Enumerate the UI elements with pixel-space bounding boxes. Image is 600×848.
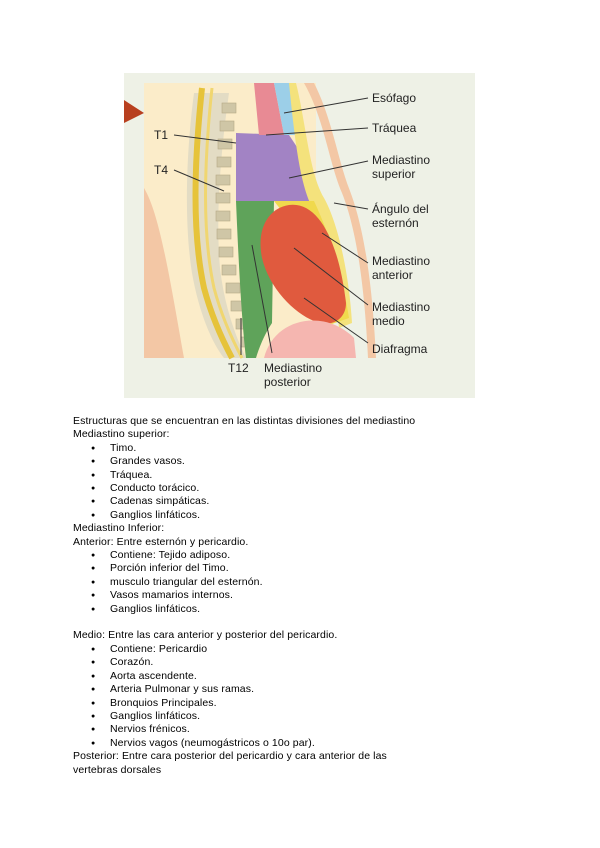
superior-mediastinum — [236, 133, 314, 201]
label-mediastino-superior-2: superior — [372, 167, 415, 181]
corner-decoration — [124, 100, 144, 123]
spacer — [73, 616, 543, 629]
list-item: Bronquios Principales. — [73, 697, 543, 711]
posterior-title-line-1: Posterior: Entre cara posterior del peri… — [73, 750, 387, 763]
spinal-cord-inner — [204, 87, 244, 359]
label-mediastino-medio-2: medio — [372, 314, 405, 328]
superior-list: Timo. Grandes vasos. Tráquea. Conducto t… — [73, 442, 543, 523]
list-item: musculo triangular del esternón. — [73, 576, 543, 590]
inferior-title: Mediastino Inferior: — [73, 522, 165, 535]
list-item: Arteria Pulmonar y sus ramas. — [73, 683, 543, 697]
label-esofago: Esófago — [372, 91, 416, 105]
label-mediastino-anterior-1: Mediastino — [372, 254, 430, 268]
label-angulo-2: esternón — [372, 216, 419, 230]
mediastinum-diagram: Esófago Tráquea Mediastino superior Ángu… — [124, 73, 475, 398]
anterior-skin — [304, 83, 376, 358]
diaphragm — [264, 320, 356, 358]
vertebral-column — [186, 93, 246, 358]
document-heading: Estructuras que se encuentran en las dis… — [73, 415, 416, 427]
label-mediastino-anterior-2: anterior — [372, 268, 413, 282]
label-angulo-1: Ángulo del — [372, 201, 429, 216]
label-t12: T12 — [228, 361, 249, 375]
list-item: Conducto torácico. — [73, 482, 543, 496]
list-item: Nervios vagos (neumogástricos o 10o par)… — [73, 737, 543, 751]
label-mediastino-posterior-2: posterior — [264, 375, 311, 389]
list-item: Ganglios linfáticos. — [73, 710, 543, 724]
medio-title: Medio: Entre las cara anterior y posteri… — [73, 629, 338, 642]
spinal-cord — [192, 87, 235, 360]
list-item: Cadenas simpáticas. — [73, 495, 543, 509]
anterior-list: Contiene: Tejido adiposo. Porción inferi… — [73, 549, 543, 616]
leader-lines — [173, 97, 369, 355]
list-item: Porción inferior del Timo. — [73, 562, 543, 576]
medio-list: Contiene: Pericardio Corazón. Aorta asce… — [73, 643, 543, 751]
anterior-title: Anterior: Entre esternón y pericardio. — [73, 535, 249, 548]
label-mediastino-medio-1: Mediastino — [372, 300, 430, 314]
label-diafragma: Diafragma — [372, 342, 428, 356]
document-body: Estructuras que se encuentran en las dis… — [73, 415, 543, 777]
label-traquea: Tráquea — [372, 121, 417, 135]
list-item: Timo. — [73, 442, 543, 456]
label-t1: T1 — [154, 128, 168, 142]
posterior-title-line-2: vertebras dorsales — [73, 763, 162, 776]
label-t4: T4 — [154, 163, 168, 177]
label-mediastino-superior-1: Mediastino — [372, 153, 430, 167]
list-item: Aorta ascendente. — [73, 670, 543, 684]
label-mediastino-posterior-1: Mediastino — [264, 361, 322, 375]
list-item: Vasos mamarios internos. — [73, 589, 543, 603]
list-item: Nervios frénicos. — [73, 723, 543, 737]
list-item: Contiene: Pericardio — [73, 643, 543, 657]
superior-title: Mediastino superior: — [73, 428, 170, 441]
list-item: Grandes vasos. — [73, 455, 543, 469]
list-item: Tráquea. — [73, 469, 543, 483]
back-tissue — [144, 188, 184, 358]
list-item: Corazón. — [73, 656, 543, 670]
list-item: Contiene: Tejido adiposo. — [73, 549, 543, 563]
list-item: Ganglios linfáticos. — [73, 603, 543, 617]
list-item: Ganglios linfáticos. — [73, 509, 543, 523]
mediastinum-illustration: Esófago Tráquea Mediastino superior Ángu… — [124, 83, 430, 389]
